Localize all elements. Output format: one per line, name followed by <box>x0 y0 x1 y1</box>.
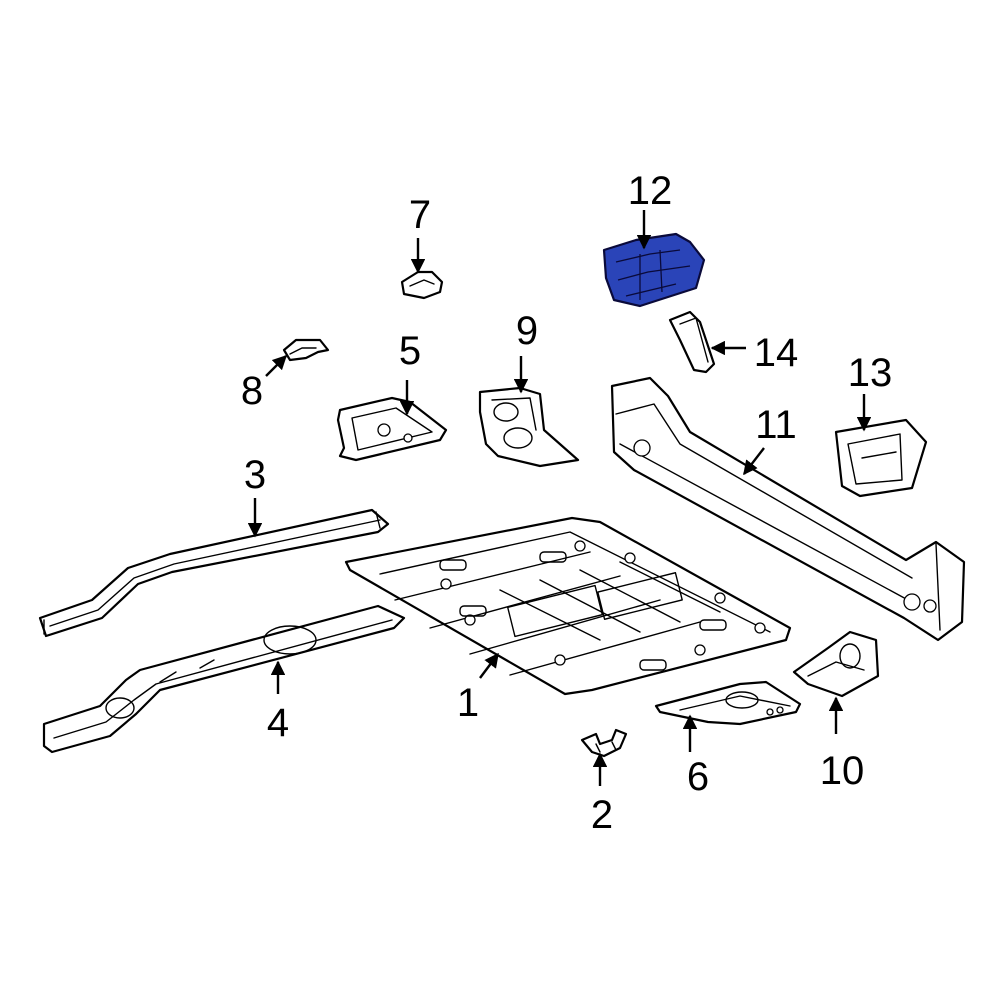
callout-10: 10 <box>820 749 865 793</box>
callout-9: 9 <box>516 309 538 353</box>
leader-arrows <box>247 210 872 786</box>
part-10-corner-bracket[interactable] <box>792 630 880 698</box>
part-3-upper-rail[interactable] <box>38 508 390 638</box>
part-14-reinforcement[interactable] <box>668 310 716 374</box>
part-13-rear-panel[interactable] <box>834 418 928 498</box>
callout-14: 14 <box>754 331 799 375</box>
callout-4: 4 <box>267 701 289 745</box>
callout-7: 7 <box>409 193 431 237</box>
leader-8 <box>265 354 288 377</box>
callout-8: 8 <box>241 369 263 413</box>
callout-labels: 1 2 3 4 5 6 7 8 9 10 11 12 13 14 <box>241 169 892 837</box>
leader-11 <box>743 447 765 476</box>
callout-1: 1 <box>457 681 479 725</box>
part-1-floor-pan[interactable] <box>344 516 792 696</box>
leader-1 <box>479 652 499 679</box>
part-5-bracket-plate[interactable] <box>336 396 448 462</box>
part-11-side-sill[interactable] <box>610 376 966 642</box>
callout-11: 11 <box>755 403 797 447</box>
callout-3: 3 <box>244 453 266 497</box>
callout-5: 5 <box>399 329 421 373</box>
part-8-bracket[interactable] <box>282 338 330 362</box>
part-2-bracket[interactable] <box>580 728 628 758</box>
callout-12: 12 <box>628 169 673 213</box>
part-4-lower-rail[interactable] <box>42 604 406 754</box>
callout-2: 2 <box>591 793 613 837</box>
callout-13: 13 <box>848 351 893 395</box>
callout-6: 6 <box>687 755 709 799</box>
part-9-wheelhouse-bracket[interactable] <box>478 386 580 468</box>
part-7-clip[interactable] <box>400 270 444 300</box>
part-12-extension[interactable] <box>602 232 706 308</box>
part-6-reinforcement[interactable] <box>654 680 802 726</box>
